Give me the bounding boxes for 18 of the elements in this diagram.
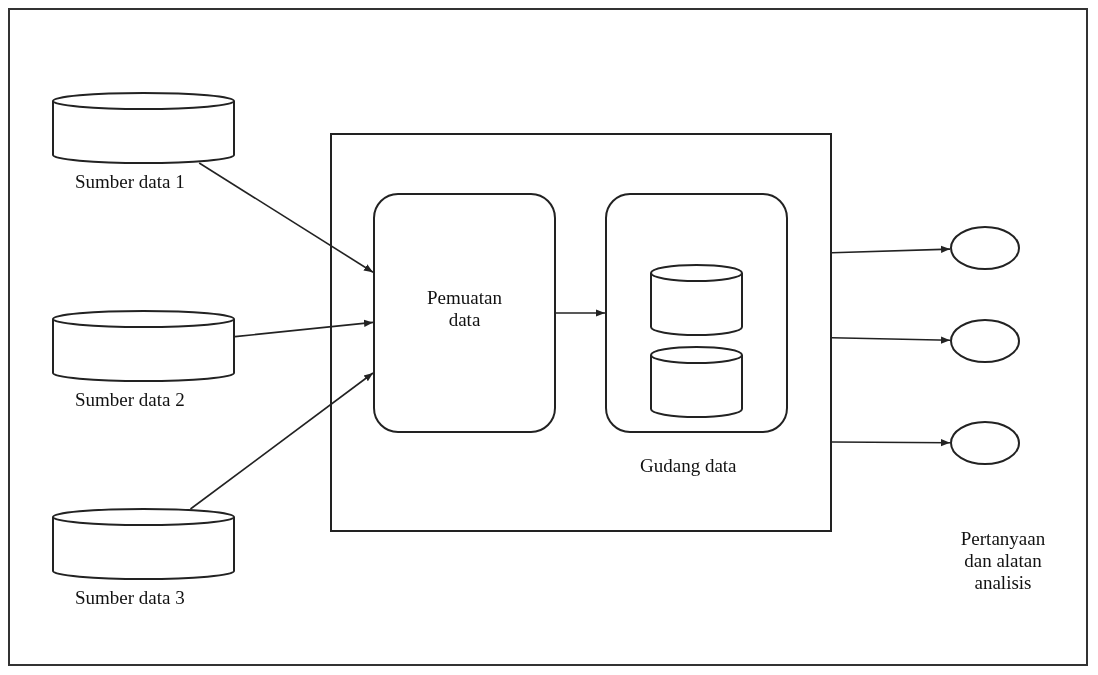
arrow — [198, 162, 374, 273]
arrow — [831, 336, 951, 344]
ellipse-shape — [950, 226, 1020, 270]
source-label: Sumber data 2 — [75, 389, 185, 411]
process-box — [373, 193, 556, 433]
arrow — [189, 372, 374, 510]
node-text: Pemuatan data — [426, 287, 503, 331]
arrow — [831, 245, 951, 254]
ellipse-shape — [950, 421, 1020, 465]
ellipse-shape — [950, 319, 1020, 363]
source-label: Sumber data 3 — [75, 587, 185, 609]
frame-box — [330, 133, 832, 532]
arrow — [234, 319, 374, 338]
note-text: Pertanyaan dan alatan analisis — [959, 528, 1047, 594]
arrow — [555, 309, 606, 317]
source-label: Sumber data 1 — [75, 171, 185, 193]
arrow — [831, 439, 951, 447]
node-text: Gudang data — [640, 455, 737, 477]
